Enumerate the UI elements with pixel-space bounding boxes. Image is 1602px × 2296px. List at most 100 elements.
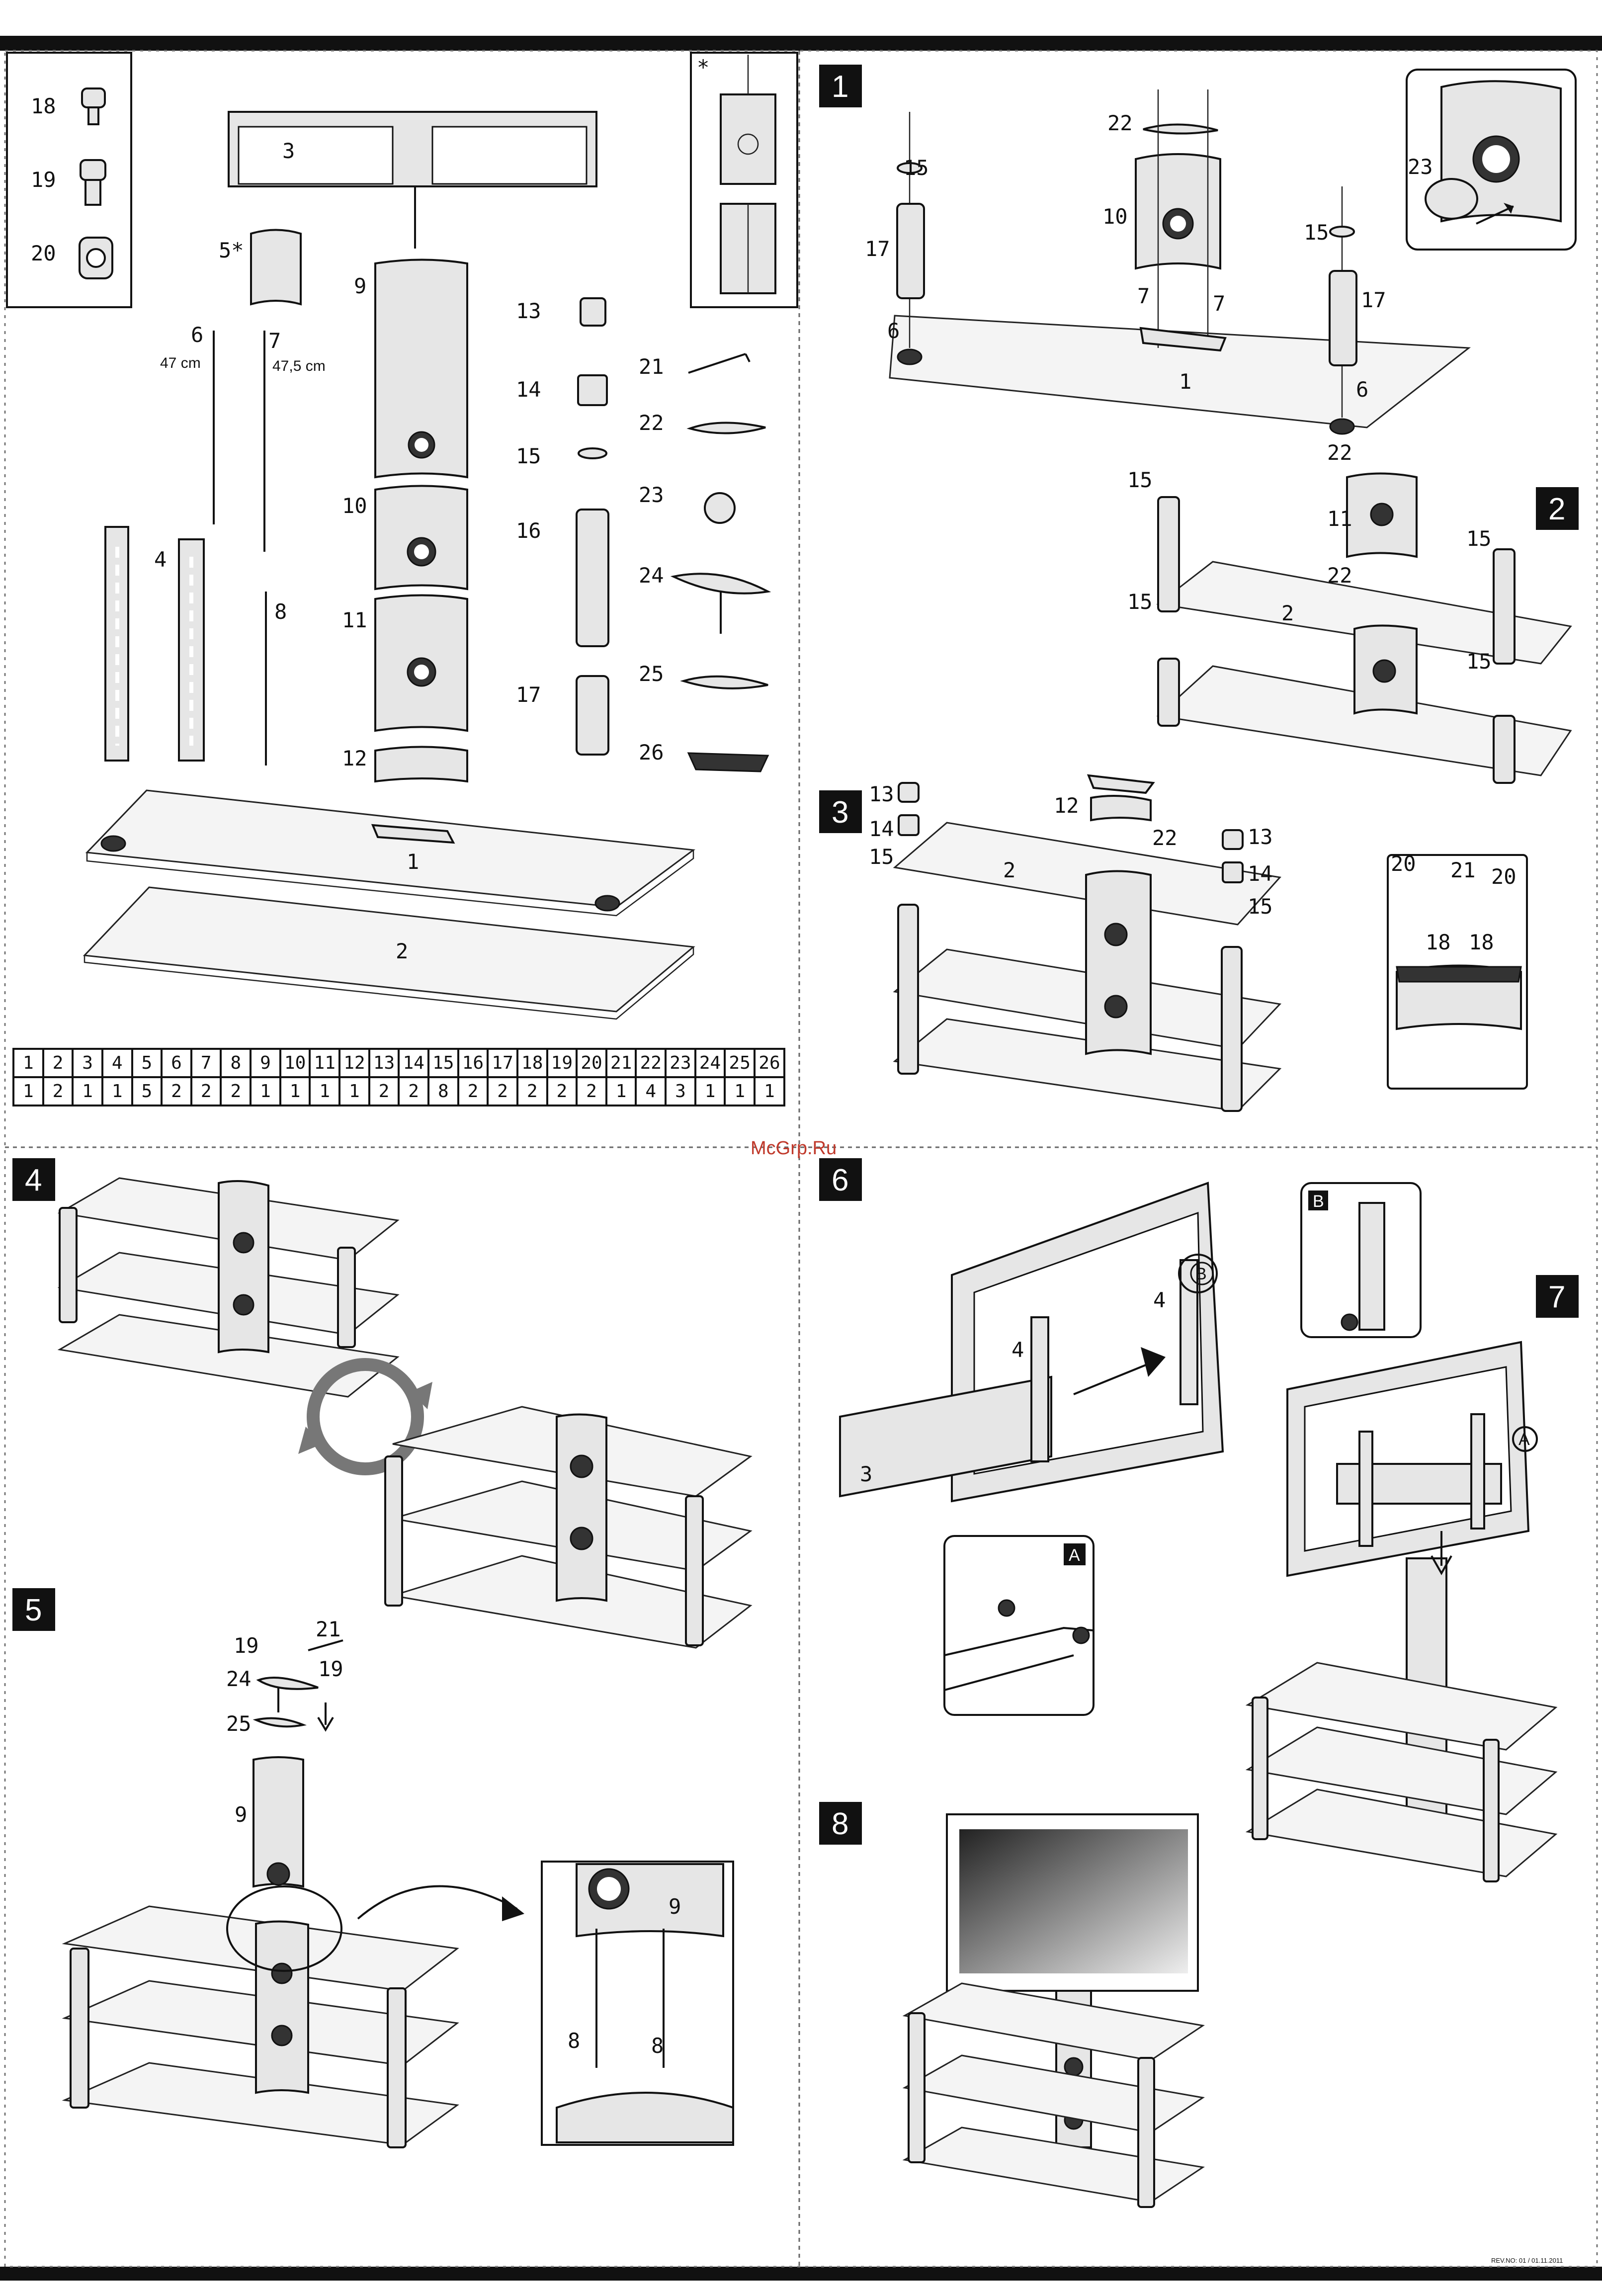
step5-label-21: 21 (316, 1617, 341, 1641)
step1-label-15b: 15 (1304, 220, 1329, 245)
step5-label-8b: 8 (651, 2034, 664, 2058)
step1-label-23: 23 (1408, 155, 1433, 179)
step-number-box (12, 1158, 55, 1201)
part-number-cell: 7 (190, 1048, 222, 1078)
part-quantity-cell: 1 (605, 1076, 637, 1106)
step-4-number: 4 (25, 1163, 42, 1197)
step1-label-1: 1 (1179, 369, 1191, 394)
step3-label-12: 12 (1054, 793, 1079, 818)
part-number-cell: 19 (546, 1048, 578, 1078)
part-label-12: 12 (342, 746, 367, 770)
step6-callout-b: B (1195, 1265, 1207, 1283)
screw-19-icon (80, 159, 106, 206)
mount-24-drawing (670, 573, 771, 634)
step1-shelf (889, 315, 1471, 428)
part-label-9: 9 (354, 274, 366, 298)
column-12-drawing (374, 746, 468, 783)
part-label-2: 2 (396, 939, 408, 963)
step5-label-19b: 19 (318, 1657, 343, 1681)
part-label-21: 21 (639, 354, 664, 379)
part-label-16: 16 (516, 518, 541, 543)
star-detail-box (690, 52, 798, 308)
step-8: 8 (819, 1802, 1205, 2208)
part-quantity-cell: 2 (190, 1076, 222, 1106)
step3-label-20a: 20 (1391, 851, 1416, 876)
part-number-cell: 17 (487, 1048, 518, 1078)
step3-label-15a: 15 (869, 845, 894, 869)
part-label-17: 17 (516, 682, 541, 707)
ring-23-drawing (704, 492, 736, 524)
part-quantity-cell: 5 (131, 1076, 163, 1106)
part-number-cell: 3 (72, 1048, 103, 1078)
step-number-box (1536, 487, 1579, 530)
step2-label-15c: 15 (1466, 526, 1492, 551)
step5-label-9a: 9 (235, 1802, 247, 1827)
step-2: 2 15 22 11 15 22 15 15 2 (1127, 440, 1579, 784)
tube-17-drawing (576, 675, 609, 756)
part-quantity-cell: 1 (724, 1076, 756, 1106)
step-2-number: 2 (1548, 492, 1565, 526)
step1-label-17b: 17 (1361, 288, 1386, 312)
part-quantity-cell: 1 (250, 1076, 281, 1106)
step1-label-7b: 7 (1213, 291, 1225, 316)
part-label-23: 23 (639, 483, 664, 507)
part-quantity-cell: 1 (754, 1076, 785, 1106)
step6-label-4a: 4 (1012, 1338, 1024, 1362)
part-quantity-cell: 1 (694, 1076, 726, 1106)
step2-label-15b: 15 (1127, 590, 1153, 614)
part-label-10: 10 (342, 494, 367, 518)
shelf-2-drawing (83, 886, 695, 1020)
step2-label-22b: 22 (1327, 563, 1352, 588)
part-label-5: 5* (219, 238, 244, 262)
part-number-cell: 24 (694, 1048, 726, 1078)
step3-label-14a: 14 (869, 817, 894, 841)
part-quantity-cell: 3 (665, 1076, 696, 1106)
step3-label-21: 21 (1450, 858, 1476, 882)
part-quantity-cell: 2 (42, 1076, 74, 1106)
detail-a-box (943, 1535, 1095, 1716)
step5-label-25: 25 (226, 1711, 252, 1736)
step2-label-22a: 22 (1327, 440, 1352, 465)
step3-label-14b: 14 (1248, 861, 1273, 886)
rod-7-length: 47,5 cm (272, 358, 326, 374)
washer-15-drawing (578, 447, 607, 459)
step3-label-18b: 18 (1469, 930, 1494, 954)
plate-25-drawing (680, 675, 768, 689)
bottom-border-bar (0, 2267, 1602, 2281)
step7-callout-a: A (1518, 1430, 1530, 1449)
step-number-box (1536, 1275, 1579, 1318)
step5-label-19a: 19 (234, 1633, 259, 1658)
part-label-3: 3 (282, 139, 295, 163)
rail-4-drawing (104, 526, 205, 762)
part-number-cell: 8 (220, 1048, 252, 1078)
part-number-cell: 6 (161, 1048, 192, 1078)
part-label-19: 19 (31, 168, 56, 192)
step3-label-22: 22 (1152, 826, 1178, 850)
step-6-number: 6 (832, 1163, 848, 1197)
step-3-number: 3 (832, 795, 848, 830)
column-10-drawing (374, 485, 468, 591)
part-quantity-cell: 1 (338, 1076, 370, 1106)
bush-14-drawing (577, 374, 608, 406)
part-number-cell: 26 (754, 1048, 785, 1078)
parts-panel: 18 19 20 * 3 5* 6 47 cm 7 47,5 cm 8 (6, 52, 798, 1020)
step3-label-13a: 13 (869, 782, 894, 806)
step-number-box (819, 790, 862, 833)
part-number-cell: 13 (368, 1048, 400, 1078)
part-number-cell: 16 (457, 1048, 489, 1078)
part-number-cell: 11 (309, 1048, 341, 1078)
rod-6-length: 47 cm (160, 355, 201, 371)
screws-box (6, 52, 132, 308)
step6-label-4b: 4 (1153, 1288, 1166, 1312)
part-label-13: 13 (516, 299, 541, 323)
part-number-cell: 21 (605, 1048, 637, 1078)
part-quantity-cell: 2 (576, 1076, 607, 1106)
part-number-cell: 1 (12, 1048, 44, 1078)
part-quantity-cell: 1 (12, 1076, 44, 1106)
bracket-3-drawing (228, 111, 597, 249)
spacer-5-drawing (250, 229, 302, 306)
step-1: 1 15 17 6 22 10 7 7 15 17 6 1 23 (819, 65, 1577, 435)
step3-label-2: 2 (1003, 858, 1015, 882)
